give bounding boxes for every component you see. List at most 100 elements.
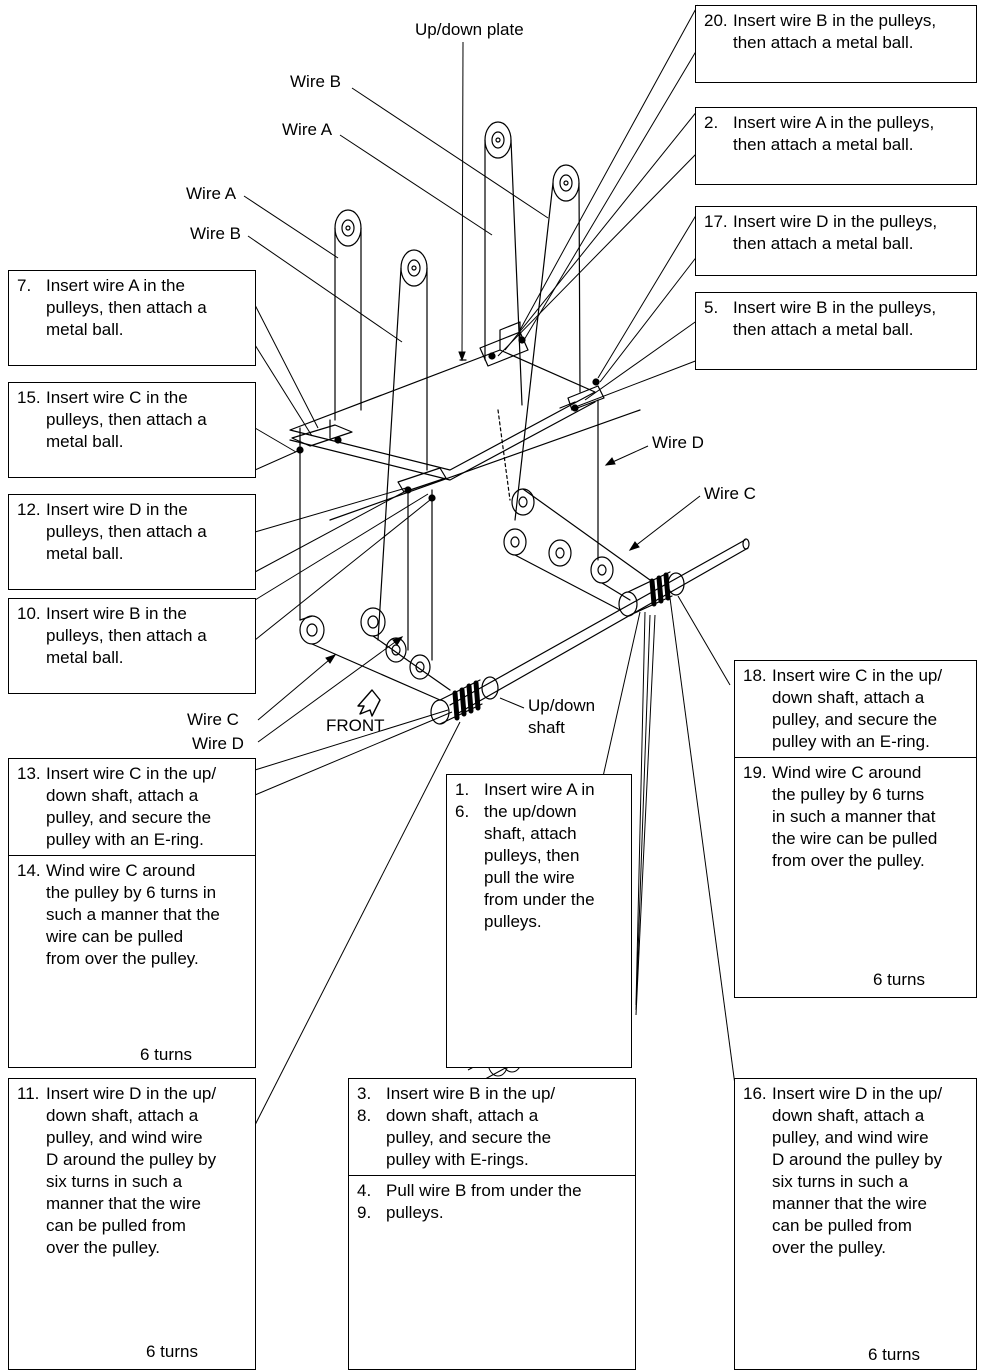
step-11-box: 11. Insert wire D in the up/ down shaft, …	[8, 1078, 256, 1370]
step-text: pulleys, then attach a	[46, 298, 207, 317]
step-text: metal ball.	[46, 648, 124, 667]
step-text: pulley with an E-ring.	[772, 732, 930, 751]
step-text: down shaft, attach a	[46, 1106, 199, 1125]
step-text: can be pulled from	[46, 1216, 186, 1235]
step-text: Insert wire C in the up/	[772, 666, 943, 685]
label-front: FRONT	[326, 716, 385, 735]
step-text: Insert wire A in the	[46, 276, 185, 295]
step-text: down shaft, attach a	[386, 1106, 539, 1125]
step-text: Pull wire B from under the	[386, 1181, 582, 1200]
label-shaft-line2: shaft	[528, 718, 565, 737]
step-text: Insert wire B in the up/	[386, 1084, 556, 1103]
step-2-box: 2. Insert wire A in the pulleys, then att…	[695, 107, 977, 185]
pulley-top-4	[552, 164, 580, 202]
step-number: 3.	[357, 1084, 372, 1103]
step-text: Insert wire C in the up/	[46, 764, 217, 783]
step-18-19-box: 18.Insert wire C in the up/ down shaft, …	[734, 660, 977, 998]
step-4-9-section: 4.Pull wire B from under the 9.pulleys.	[349, 1176, 635, 1228]
step-text: then attach a metal ball.	[733, 33, 914, 52]
step-number: 1.	[455, 780, 470, 799]
bracket-right	[567, 385, 605, 411]
step-7-box: 7. Insert wire A in the pulleys, then att…	[8, 270, 256, 366]
step-text: pulley, and secure the	[46, 808, 212, 827]
step-text: down shaft, attach a	[772, 688, 925, 707]
step-text: manner that the wire	[772, 1194, 927, 1213]
step-text: Insert wire B in the pulleys,	[733, 11, 937, 30]
step-number: 2.	[704, 113, 719, 132]
step-text: the wire can be pulled	[772, 829, 938, 848]
step-3-8-4-9-box: 3. Insert wire B in the up/ 8. down shaft,…	[348, 1078, 636, 1370]
step-text: six turns in such a	[46, 1172, 183, 1191]
step-text: pulley with an E-ring.	[46, 830, 204, 849]
step-15-box: 15. Insert wire C in the pulleys, then at…	[8, 382, 256, 478]
step-text: pulleys.	[484, 912, 542, 931]
step-text: Insert wire D in the up/	[46, 1084, 217, 1103]
step-text: pull the wire	[484, 868, 575, 887]
step-number: 11.	[17, 1084, 40, 1103]
up-down-shaft	[449, 539, 749, 716]
step-number: 9.	[357, 1203, 372, 1222]
step-12-box: 12. Insert wire D in the pulleys, then at…	[8, 494, 256, 590]
step-text: pulleys, then attach a	[46, 410, 207, 429]
pulley-right-2	[503, 528, 527, 556]
step-text: then attach a metal ball.	[733, 234, 914, 253]
step-text: such a manner that the	[46, 905, 220, 924]
pulley-top-1	[334, 209, 362, 247]
step-20-box: 20. Insert wire B in the pulleys, then at…	[695, 5, 977, 83]
pulley-bottom-left	[299, 615, 325, 645]
step-text: shaft, attach	[484, 824, 577, 843]
step-number: 12.	[17, 500, 41, 519]
step-text: over the pulley.	[46, 1238, 161, 1257]
step-text: Insert wire D in the up/	[772, 1084, 943, 1103]
label-wire-d-bottom: Wire D	[192, 734, 244, 753]
step-number: 7.	[17, 276, 32, 295]
pulley-bottom-low2	[409, 654, 431, 680]
label-up-down-plate: Up/down plate	[415, 20, 524, 39]
step-number: 6.	[455, 802, 470, 821]
pulley-bottom-mid	[360, 607, 386, 637]
step-text: the up/down	[484, 802, 577, 821]
step-text: Insert wire D in the pulleys,	[733, 212, 938, 231]
step-text: in such a manner that	[772, 807, 936, 826]
step-text: Insert wire C in the	[46, 388, 188, 407]
step-text: Insert wire A in the pulleys,	[733, 113, 935, 132]
step-text: then attach a metal ball.	[733, 135, 914, 154]
step-text: metal ball.	[46, 320, 124, 339]
up-down-plate-frame	[289, 349, 596, 471]
front-arrow	[357, 689, 381, 717]
step-text: Insert wire B in the pulleys,	[733, 298, 937, 317]
step-number: 20.	[704, 11, 728, 30]
step-14-section: 14.Wind wire C around the pulley by 6 tu…	[9, 856, 255, 974]
step-text: pulleys, then	[484, 846, 580, 865]
step-text: Insert wire D in the	[46, 500, 188, 519]
step-5-box: 5.Insert wire B in the pulleys, then att…	[695, 292, 977, 370]
shaft-pulley-right	[618, 571, 685, 617]
label-wire-a-left: Wire A	[186, 184, 237, 203]
step-text: Insert wire B in the	[46, 604, 187, 623]
step-1-6-box: 1.Insert wire A in 6.the up/down shaft, …	[446, 774, 632, 1068]
step-text: pulleys, then attach a	[46, 522, 207, 541]
step-text: six turns in such a	[772, 1172, 909, 1191]
step-17-box: 17. Insert wire D in the pulleys, then at…	[695, 206, 977, 276]
step-text: the pulley by 6 turns in	[46, 883, 217, 902]
step-text: D around the pulley by	[772, 1150, 943, 1169]
step-19-section: 19.Wind wire C around the pulley by 6 tu…	[735, 758, 976, 876]
shaft-pulley-left	[430, 676, 499, 725]
up-down-plate-rail	[289, 401, 596, 481]
step-text: then attach a metal ball.	[733, 320, 914, 339]
step-text: metal ball.	[46, 432, 124, 451]
step-number: 17.	[704, 212, 728, 231]
bracket-left	[291, 424, 353, 447]
step-number: 15.	[17, 388, 41, 407]
step-number: 19.	[743, 763, 767, 782]
label-shaft-line1: Up/down	[528, 696, 596, 715]
step-number: 16.	[743, 1084, 767, 1103]
pulley-top-3	[484, 121, 512, 159]
step-text: over the pulley.	[772, 1238, 887, 1257]
step-text: pulley, and wind wire	[772, 1128, 929, 1147]
step-number: 8.	[357, 1106, 372, 1125]
step-text: Wind wire C around	[46, 861, 196, 880]
step-text: pulley, and secure the	[386, 1128, 552, 1147]
step-text: from over the pulley.	[772, 851, 925, 870]
pulley-right-1	[511, 488, 535, 516]
